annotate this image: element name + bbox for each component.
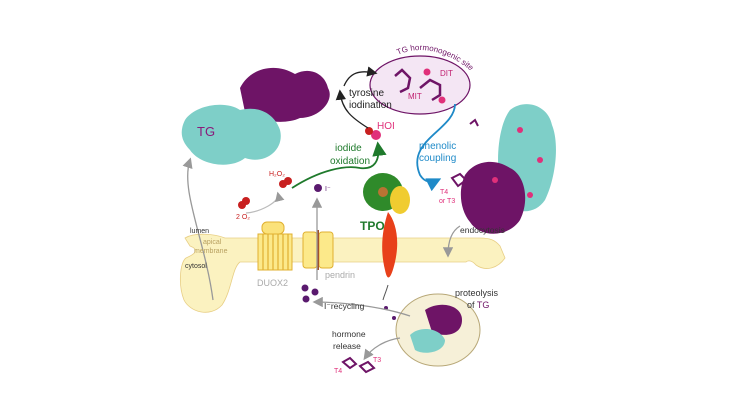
duox2-transporter [257,221,293,271]
proteolysis-label: proteolysis [455,288,499,298]
iodide-label: iodide [335,143,362,154]
tpo-label: TPO [360,219,385,233]
t3-label: T3 [373,357,381,364]
phenolic-label: phenolic [419,141,456,152]
endocytosis-label: endocytosis [460,225,505,235]
iodinated-thyroglobulin [460,104,556,234]
or-t3-label: or T3 [439,198,455,205]
iodide-ion-label: I⁻ [325,186,331,193]
tg-label: TG [197,124,215,139]
t4-label: T4 [334,368,342,375]
lumen-label: lumen [190,228,209,235]
cytosol-label: cytosol [185,263,207,270]
thyroid-peroxidase [363,173,410,301]
dit-label: DIT [440,69,453,78]
duox2-label: DUOX2 [257,278,288,288]
t4-or-label: T4 [440,189,448,196]
apical-label: apical [203,239,222,246]
of-tg-label: of TG [467,300,489,310]
membrane-label: membrane [194,248,228,255]
iodination-label: iodination [349,100,392,111]
hormone-label: hormone [332,329,366,339]
tyrosine-label: tyrosine [349,88,384,99]
pendrin-label: pendrin [325,270,355,280]
hoi-label: HOI [377,121,395,132]
o2-label: 2 O₂ [236,214,250,221]
recycling-label: I⁻recycling [324,301,365,311]
h2o2-label: H₂O₂ [269,171,285,178]
thyroglobulin-protein [181,67,330,165]
release-label: release [333,341,361,351]
coupling-label: coupling [419,153,456,164]
mit-label: MIT [408,92,422,101]
pendrin-transporter [302,230,334,270]
oxidation-label: oxidation [330,156,370,167]
